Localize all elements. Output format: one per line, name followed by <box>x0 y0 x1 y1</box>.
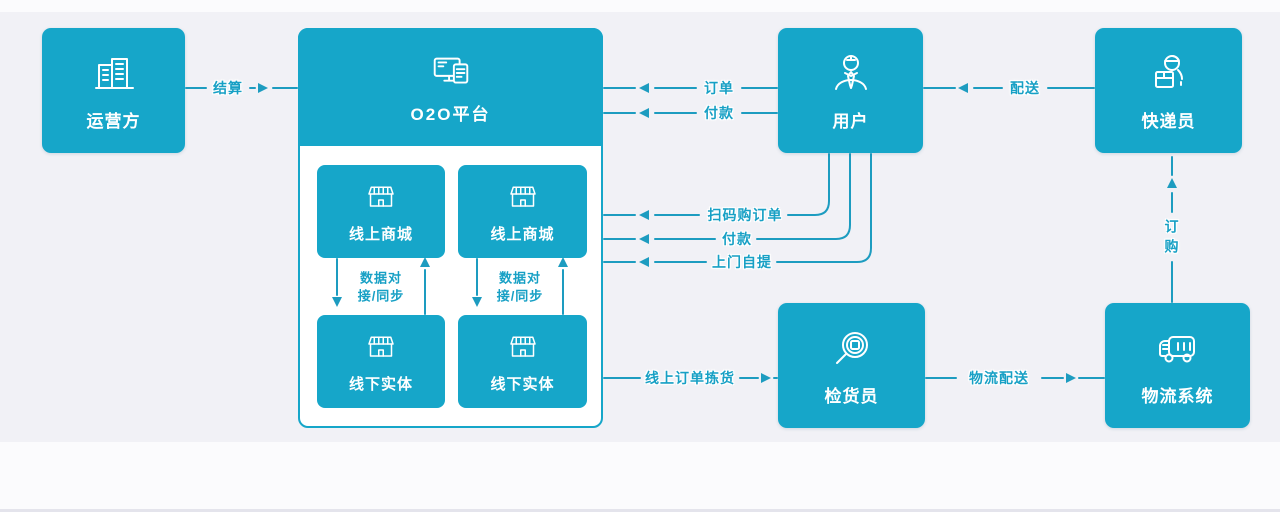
node-platform-label: O2O平台 <box>410 104 491 124</box>
edge-label-payment-bottom: 付款 <box>722 231 752 247</box>
edge-payment-top-line <box>654 112 697 114</box>
node-offline-entity-1: 线下实体 <box>317 315 445 408</box>
arrowhead-left-icon <box>639 234 649 244</box>
edge-delivery-line <box>1047 87 1095 89</box>
node-online-mall-1-label: 线上商城 <box>348 226 413 243</box>
edge-label-sync-left-2: 接/同步 <box>357 288 405 304</box>
edge-order-line <box>654 87 697 89</box>
arrowhead-right-icon <box>1066 373 1076 383</box>
arrowhead-up-icon <box>558 257 568 267</box>
buildings-icon <box>94 57 134 89</box>
edge-delivery-line <box>923 87 956 89</box>
node-courier-label: 快递员 <box>1141 111 1196 131</box>
edge-scan-order-line <box>654 214 700 216</box>
edge-payment-bottom-line <box>654 238 716 240</box>
courier-icon <box>1154 54 1183 88</box>
edge-label-picking: 线上订单拣货 <box>645 370 735 386</box>
node-offline-entity-2: 线下实体 <box>458 315 587 408</box>
storefront-icon <box>368 186 394 207</box>
arrowhead-left-icon <box>639 257 649 267</box>
edge-label-order: 订单 <box>704 80 734 96</box>
edge-settlement-line <box>185 87 207 89</box>
arrowhead-left-icon <box>639 210 649 220</box>
edge-dispatch-line <box>1171 156 1173 176</box>
edge-label-sync-right-2: 接/同步 <box>496 288 544 304</box>
arrowhead-up-icon <box>420 257 430 267</box>
edge-picking-line <box>773 377 778 379</box>
edge-label-payment-top: 付款 <box>704 105 734 121</box>
edge-payment-bottom-line <box>603 238 636 240</box>
truck-icon <box>1158 335 1195 362</box>
node-picker-label: 检货员 <box>824 386 879 406</box>
arrowhead-left-icon <box>639 108 649 118</box>
arrowhead-down-icon <box>332 297 342 307</box>
storefront-icon <box>509 336 536 357</box>
edge-settlement-line <box>272 87 298 89</box>
edge-label-delivery: 配送 <box>1010 80 1040 96</box>
arrowhead-left-icon <box>639 83 649 93</box>
sync-right-up-line <box>562 269 564 315</box>
node-online-mall-2: 线上商城 <box>458 165 587 258</box>
edge-order-line <box>603 87 636 89</box>
sync-right-down-line <box>476 258 478 296</box>
edge-dispatch-line <box>1171 192 1173 213</box>
edge-self-pickup-line <box>654 261 707 263</box>
edge-self-pickup-line <box>603 261 636 263</box>
sync-left-up-line <box>424 269 426 315</box>
node-logistics: 物流系统 <box>1105 303 1250 428</box>
magnifier-box-icon <box>835 331 868 364</box>
arrowhead-up-icon <box>1167 178 1177 188</box>
edge-label-dispatch: 订购 <box>1164 218 1180 255</box>
arrowhead-down-icon <box>472 297 482 307</box>
node-offline-entity-2-label: 线下实体 <box>490 376 555 393</box>
edge-logistics-delivery-line <box>1041 377 1064 379</box>
edge-label-self-pickup: 上门自提 <box>712 254 772 270</box>
edge-dispatch-line <box>1171 261 1173 303</box>
edge-label-sync-right-1: 数据对 <box>498 270 542 286</box>
node-operator: 运营方 <box>42 28 185 153</box>
edge-scan-order-line <box>603 214 636 216</box>
top-margin-band <box>0 0 1280 12</box>
node-platform: O2O平台 线上商城 线上商城 线下实体 线下实体 <box>298 28 603 428</box>
storefront-icon <box>509 186 536 207</box>
person-icon <box>834 54 867 90</box>
node-user: 用户 <box>778 28 923 153</box>
node-user-label: 用户 <box>832 111 869 131</box>
edge-label-logistics-delivery: 物流配送 <box>969 370 1029 386</box>
platform-header: O2O平台 <box>298 28 603 146</box>
node-logistics-label: 物流系统 <box>1141 386 1214 406</box>
edge-picking-line <box>603 377 641 379</box>
edge-logistics-delivery-line <box>1078 377 1105 379</box>
node-online-mall-2-label: 线上商城 <box>490 226 555 243</box>
edge-logistics-delivery-line <box>925 377 957 379</box>
edge-payment-top-line <box>603 112 636 114</box>
edge-label-settlement: 结算 <box>213 80 243 96</box>
arrowhead-right-icon <box>258 83 268 93</box>
monitor-icon <box>433 57 468 84</box>
node-picker: 检货员 <box>778 303 925 428</box>
node-courier: 快递员 <box>1095 28 1242 153</box>
edge-label-scan-order: 扫码购订单 <box>707 207 783 223</box>
bottom-margin-band <box>0 442 1280 512</box>
node-offline-entity-1-label: 线下实体 <box>348 376 413 393</box>
arrowhead-left-icon <box>958 83 968 93</box>
edge-picking-line <box>739 377 759 379</box>
storefront-icon <box>368 336 394 357</box>
edge-payment-top-line <box>741 112 778 114</box>
sync-left-down-line <box>336 258 338 296</box>
edge-settlement-line <box>249 87 256 89</box>
edge-delivery-line <box>973 87 1003 89</box>
edge-label-sync-left-1: 数据对 <box>359 270 403 286</box>
edge-order-line <box>741 87 778 89</box>
node-operator-label: 运营方 <box>86 111 141 131</box>
arrowhead-right-icon <box>761 373 771 383</box>
node-online-mall-1: 线上商城 <box>317 165 445 258</box>
